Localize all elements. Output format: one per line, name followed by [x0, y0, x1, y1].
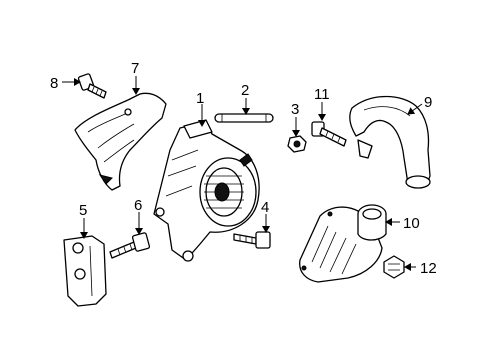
leader-lines — [62, 76, 423, 271]
bolt-6-part — [109, 232, 151, 259]
callout-6: 6 — [134, 197, 142, 214]
bolt-4-part — [233, 231, 271, 249]
intake-duct-part — [349, 95, 431, 189]
callout-7: 7 — [131, 60, 139, 77]
callout-5: 5 — [79, 202, 87, 219]
housing-part — [299, 204, 387, 283]
callout-8: 8 — [50, 75, 58, 92]
bolt-8-part — [77, 73, 107, 99]
callout-labels: 1 2 3 4 5 6 7 8 9 10 11 12 — [50, 60, 437, 277]
callout-3: 3 — [291, 101, 299, 118]
cap-nut-12-part — [383, 255, 405, 279]
bracket-part — [63, 235, 107, 307]
callout-2: 2 — [241, 82, 249, 99]
nut-3-part — [287, 135, 307, 153]
callout-12: 12 — [420, 260, 437, 277]
heat-shield-part — [74, 92, 167, 191]
stud-2-part — [214, 113, 274, 123]
leader-9 — [407, 103, 423, 115]
callout-9: 9 — [424, 94, 432, 111]
callout-11: 11 — [314, 86, 330, 103]
callout-10: 10 — [403, 215, 420, 232]
callout-1: 1 — [196, 90, 204, 107]
bolt-11-part — [311, 121, 347, 147]
alternator-part — [153, 119, 260, 262]
callout-4: 4 — [261, 199, 269, 216]
